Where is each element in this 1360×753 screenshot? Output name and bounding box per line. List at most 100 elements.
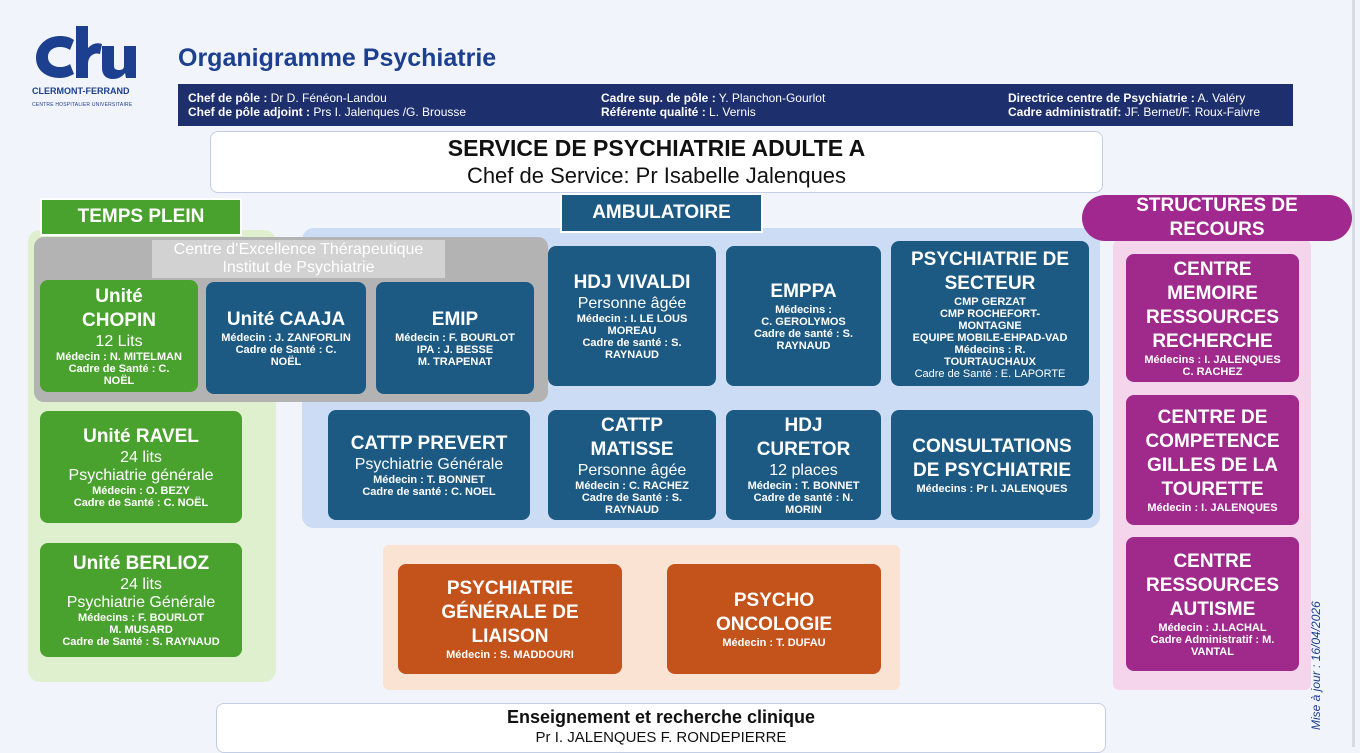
info-value: A. Valéry	[1194, 91, 1246, 105]
unit-title: Unité	[95, 286, 143, 307]
unit-title: RESSOURCES	[1145, 307, 1280, 328]
info-value: Dr D. Fénéon-Landou	[267, 91, 387, 105]
info-label: Chef de pôle :	[188, 91, 268, 105]
unit-title: HDJ VIVALDI	[573, 272, 691, 293]
unit-title: PSYCHO	[733, 590, 815, 611]
unit-detail: Cadre de Santé : S. RAYNAUD	[62, 636, 220, 648]
service-chief: Chef de Service: Pr Isabelle Jalenques	[466, 163, 847, 188]
info-value: JF. Bernet/F. Roux-Faivre	[1121, 105, 1261, 119]
unit-specialty: Personne âgée	[577, 462, 687, 479]
unit-detail: Médecin : S. MADDOURI	[446, 649, 574, 661]
unit-detail: Cadre de Santé : E. LAPORTE	[914, 367, 1066, 380]
unit-detail: MORIN	[785, 504, 822, 516]
unit-title: GÉNÉRALE DE	[441, 602, 579, 623]
unit-title: EMPPA	[770, 281, 837, 302]
unit-detail: Cadre de Santé : C. NOËL	[73, 497, 209, 509]
unit-detail: RAYNAUD	[605, 504, 659, 516]
unit-detail: RAYNAUD	[776, 340, 831, 352]
unit-detail: C. GEROLYMOS	[761, 316, 846, 328]
pole-info-column: Cadre sup. de pôle : Y. Planchon-Gourlot…	[601, 91, 825, 119]
unit-detail: Médecin : T. BONNET	[747, 480, 860, 492]
unit-title: COMPETENCE	[1145, 431, 1280, 452]
unit-detail: Médecin : C. RACHEZ	[575, 480, 689, 492]
unit-berlioz: Unité BERLIOZ 24 lits Psychiatrie Généra…	[40, 543, 242, 657]
excellence-line: Centre d’Excellence Thérapeutique	[173, 241, 424, 258]
unit-title: CATTP PREVERT	[350, 433, 508, 454]
unit-detail: Médecin : T. DUFAU	[722, 637, 826, 649]
unit-title: CATTP	[601, 415, 663, 436]
unit-specialty: Psychiatrie Générale	[354, 456, 504, 473]
unit-consultations: CONSULTATIONS DE PSYCHIATRIE Médecins : …	[891, 410, 1093, 520]
unit-detail: CMP GERZAT	[954, 295, 1026, 308]
unit-title: PSYCHIATRIE	[446, 578, 574, 599]
unit-detail: EQUIPE MOBILE-EHPAD-VAD	[912, 331, 1068, 344]
ambulatoire-header: AMBULATOIRE	[560, 193, 763, 233]
unit-detail: Médecin : J. ZANFORLIN	[221, 332, 351, 344]
unit-emppa: EMPPA Médecins : C. GEROLYMOS Cadre de s…	[726, 246, 881, 386]
unit-title: LIAISON	[471, 626, 549, 647]
update-date: Mise à jour : 16/04/2026	[1309, 601, 1323, 730]
page-edge	[1352, 0, 1355, 747]
unit-detail: Médecin : I. JALENQUES	[1147, 502, 1278, 514]
teaching-research-names: Pr I. JALENQUES F. RONDEPIERRE	[535, 729, 787, 746]
service-title-box: SERVICE DE PSYCHIATRIE ADULTE A Chef de …	[210, 131, 1103, 193]
unit-detail: MOREAU	[607, 325, 657, 337]
temps-plein-header: TEMPS PLEIN	[40, 198, 242, 236]
unit-detail: Cadre de santé : N.	[753, 492, 854, 504]
logo-subtitle-text: CENTRE HOSPITALIER UNIVERSITAIRE	[32, 102, 133, 108]
unit-title: HDJ	[784, 415, 823, 436]
unit-title: AUTISME	[1169, 599, 1256, 620]
teaching-research-box: Enseignement et recherche clinique Pr I.…	[216, 703, 1106, 753]
unit-detail: TOURTAUCHAUX	[944, 355, 1036, 368]
unit-title: ONCOLOGIE	[715, 614, 833, 635]
logo-city-text: CLERMONT-FERRAND	[32, 86, 130, 96]
info-value: Y. Planchon-Gourlot	[715, 91, 826, 105]
unit-detail: Cadre de Santé : C.	[68, 363, 170, 375]
info-label: Cadre administratif:	[1008, 105, 1122, 119]
unit-title: GILLES DE LA	[1147, 455, 1278, 476]
service-title: SERVICE DE PSYCHIATRIE ADULTE A	[447, 135, 866, 161]
excellence-line: Institut de Psychiatrie	[222, 259, 375, 276]
unit-detail: Cadre de santé : S.	[582, 337, 682, 349]
unit-title: CURETOR	[756, 439, 851, 460]
unit-title: CENTRE	[1173, 551, 1252, 572]
unit-specialty: Psychiatrie Générale	[66, 594, 216, 611]
unit-centre-tourette: CENTRE DE COMPETENCE GILLES DE LA TOURET…	[1126, 395, 1299, 525]
unit-hdj-curetor: HDJ CURETOR 12 places Médecin : T. BONNE…	[726, 410, 881, 520]
unit-cattp-matisse: CATTP MATISSE Personne âgée Médecin : C.…	[548, 410, 716, 520]
unit-detail: MONTAGNE	[958, 319, 1022, 332]
update-note: Mise à jour : 16/04/2026	[1309, 570, 1333, 730]
unit-detail: Médecins : Pr I. JALENQUES	[916, 483, 1068, 495]
unit-detail: Cadre Administratif : M.	[1150, 634, 1275, 646]
pole-info-column: Directrice centre de Psychiatrie : A. Va…	[1008, 91, 1260, 119]
unit-centre-autisme: CENTRE RESSOURCES AUTISME Médecin : J.LA…	[1126, 537, 1299, 671]
unit-detail: Médecins : F. BOURLOT	[78, 612, 204, 624]
unit-chopin: Unité CHOPIN 12 Lits Médecin : N. MITELM…	[40, 280, 198, 392]
unit-title: DE PSYCHIATRIE	[912, 460, 1071, 481]
unit-caaja: Unité CAAJA Médecin : J. ZANFORLIN Cadre…	[206, 282, 366, 394]
unit-cattp-prevert: CATTP PREVERT Psychiatrie Générale Médec…	[328, 410, 530, 520]
unit-capacity: 24 lits	[120, 449, 162, 466]
info-label: Chef de pôle adjoint :	[188, 105, 310, 119]
pole-info-bar: Chef de pôle : Dr D. Fénéon-Landou Chef …	[178, 84, 1293, 126]
unit-specialty: Personne âgée	[577, 295, 687, 312]
unit-detail: M. TRAPENAT	[417, 356, 493, 368]
unit-psychiatrie-secteur: PSYCHIATRIE DE SECTEUR CMP GERZAT CMP RO…	[891, 241, 1089, 386]
unit-title: EMIP	[431, 309, 479, 330]
unit-detail: Médecin : J.LACHAL	[1158, 622, 1267, 634]
unit-detail: Médecin : T. BONNET	[373, 474, 485, 486]
unit-title: Unité BERLIOZ	[72, 553, 210, 574]
unit-title: RECHERCHE	[1152, 331, 1273, 352]
unit-detail: Médecins : I. JALENQUES	[1144, 354, 1281, 366]
info-label: Cadre sup. de pôle :	[601, 91, 716, 105]
unit-title: RESSOURCES	[1145, 575, 1280, 596]
unit-title: CHOPIN	[82, 310, 156, 331]
unit-specialty: Psychiatrie générale	[68, 467, 214, 484]
page-title: Organigramme Psychiatrie	[178, 44, 497, 72]
unit-detail: Médecins : R.	[954, 343, 1026, 356]
unit-title: CENTRE DE	[1157, 407, 1268, 428]
unit-title: SECTEUR	[944, 272, 1036, 294]
unit-detail: Cadre de Santé : S.	[581, 492, 683, 504]
recours-header: STRUCTURES DE RECOURS	[1082, 195, 1352, 241]
excellence-center-label: Centre d’Excellence Thérapeutique Instit…	[152, 240, 445, 278]
